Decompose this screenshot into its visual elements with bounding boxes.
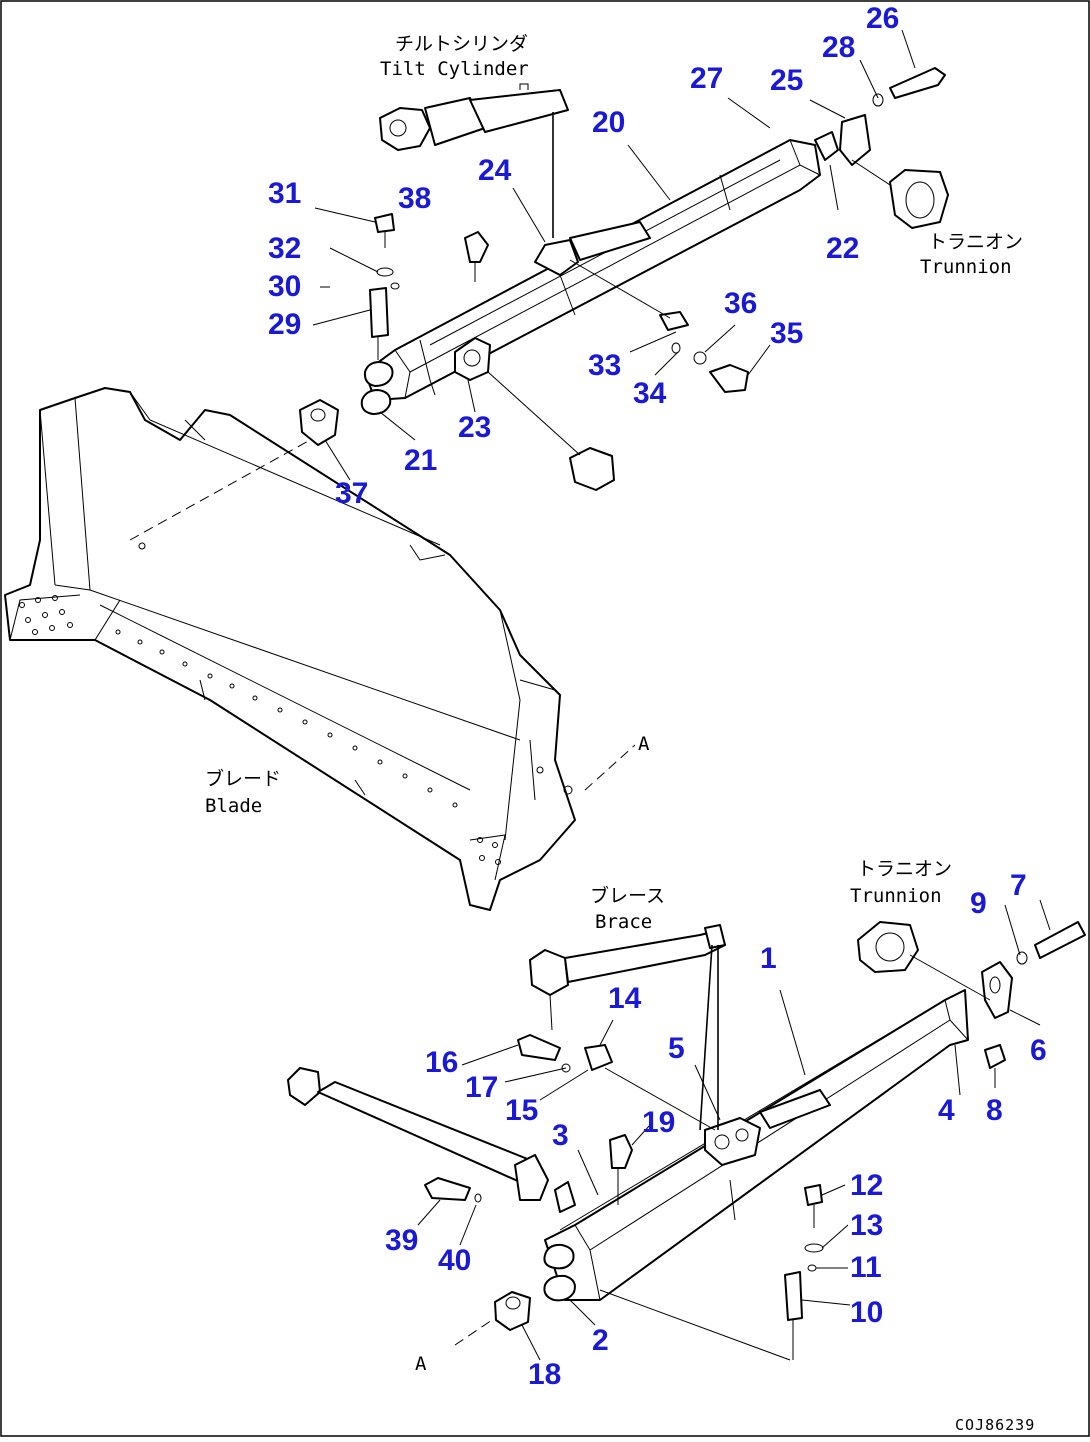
callout: 35 <box>770 317 803 350</box>
callout: 6 <box>1030 1034 1047 1067</box>
callout: 22 <box>826 232 859 265</box>
ref-line-37 <box>129 439 311 541</box>
trunnion-bottom-label-jp: トラニオン <box>857 858 952 880</box>
tilt-cylinder <box>379 83 569 238</box>
callout: 30 <box>268 270 301 303</box>
trunnion-top-label-en: Trunnion <box>920 256 1012 278</box>
callout: 33 <box>588 349 621 382</box>
callout: 14 <box>608 982 642 1015</box>
upper-arm <box>360 131 839 415</box>
text-labels: チルトシリンダ Tilt Cylinder トラニオン Trunnion ブレー… <box>205 33 1035 1434</box>
callout: 18 <box>528 1358 561 1391</box>
brace <box>529 924 726 1131</box>
callout: 20 <box>592 106 625 139</box>
ref-a-bottom: A <box>415 1353 427 1375</box>
blade <box>4 387 576 911</box>
leader-lines <box>312 29 1051 1361</box>
callout: 32 <box>268 232 301 265</box>
ref-a-top: A <box>638 733 650 755</box>
ref-line-a-bottom <box>454 1317 496 1346</box>
callout: 21 <box>404 444 437 477</box>
brace-label-en: Brace <box>595 911 652 933</box>
callout: 29 <box>268 308 301 341</box>
callout: 15 <box>505 1094 538 1127</box>
callout: 2 <box>592 1324 609 1357</box>
tilt-cylinder-label-jp: チルトシリンダ <box>395 33 528 55</box>
callout: 24 <box>478 154 512 187</box>
callout: 13 <box>850 1209 883 1242</box>
callout: 28 <box>822 31 855 64</box>
callout: 10 <box>850 1296 883 1329</box>
brace-label-jp: ブレース <box>590 884 665 907</box>
tilt-cylinder-label-en: Tilt Cylinder <box>380 58 529 80</box>
callout: 1 <box>760 942 777 975</box>
lower-arm <box>543 989 969 1302</box>
trunnion-top-label-jp: トラニオン <box>928 231 1023 253</box>
callout: 27 <box>690 62 723 95</box>
callout: 31 <box>268 177 301 210</box>
callout: 12 <box>850 1169 883 1202</box>
trunnion-bottom <box>857 921 1086 1069</box>
callout: 17 <box>465 1071 498 1104</box>
callout: 8 <box>986 1094 1003 1127</box>
trunnion-top <box>839 67 949 229</box>
callout: 7 <box>1010 869 1027 902</box>
callout-numbers: 26 28 27 25 20 24 31 38 22 32 30 29 36 3… <box>268 2 1047 1391</box>
callout: 37 <box>335 477 368 510</box>
callout: 25 <box>770 64 803 97</box>
callout: 11 <box>850 1251 882 1284</box>
callout: 23 <box>458 411 491 444</box>
blade-label-jp: ブレード <box>205 767 281 790</box>
callout: 16 <box>425 1046 458 1079</box>
lower-parts <box>287 1034 824 1361</box>
callout: 3 <box>552 1119 569 1152</box>
ref-line-a-top <box>584 744 636 791</box>
callout: 19 <box>642 1106 675 1139</box>
callout: 5 <box>668 1032 685 1065</box>
upper-brace-parts <box>369 213 749 491</box>
trunnion-bottom-label-en: Trunnion <box>850 885 942 907</box>
callout: 26 <box>866 2 899 35</box>
callout: 34 <box>633 377 667 410</box>
callout: 40 <box>438 1244 471 1277</box>
callout: 39 <box>385 1224 418 1257</box>
drawing-code: COJ86239 <box>955 1416 1035 1434</box>
blade-label-en: Blade <box>205 795 262 817</box>
callout: 4 <box>938 1094 955 1127</box>
callout: 38 <box>398 182 431 215</box>
callout: 36 <box>724 287 757 320</box>
callout: 9 <box>970 887 987 920</box>
